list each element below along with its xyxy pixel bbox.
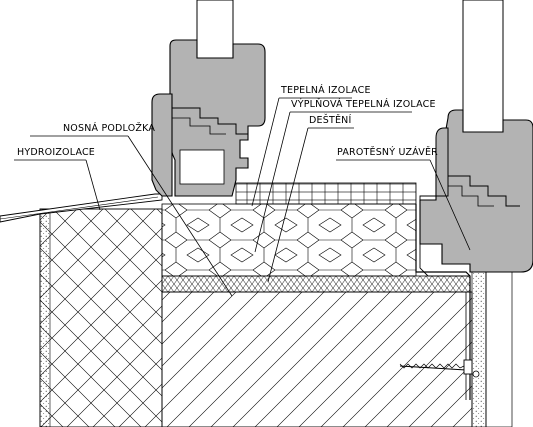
sill-tiles: [235, 182, 417, 205]
label-hydroizolace: HYDROIZOLACE: [17, 147, 95, 158]
thermal-insulation-strip: [161, 275, 471, 293]
infill-thermal-insulation: [161, 203, 417, 277]
label-parotesny-uzaver: PAROTĚSNÝ UZÁVĚR: [337, 146, 438, 158]
leader-lines: [14, 97, 471, 297]
label-nosna-podlozka: NOSNÁ PODLOŽKA: [63, 122, 155, 134]
anchor-screw: [399, 359, 480, 378]
left-window-frame: [151, 0, 266, 197]
label-desteni: DEŠTĚNÍ: [309, 114, 351, 126]
left-masonry-wall: [39, 208, 163, 427]
right-plaster-strip: [471, 269, 513, 427]
hydro-insulation-flashing: [0, 193, 163, 223]
annotation-labels: TEPELNÁ IZOLACE VÝPLŇOVÁ TEPELNÁ IZOLACE…: [17, 84, 438, 158]
label-tepelna-izolace: TEPELNÁ IZOLACE: [280, 84, 371, 96]
label-vyplnova-tepelna-izolace: VÝPLŇOVÁ TEPELNÁ IZOLACE: [291, 98, 436, 110]
lower-concrete-block: [161, 291, 473, 427]
right-window-frame: [419, 0, 533, 277]
